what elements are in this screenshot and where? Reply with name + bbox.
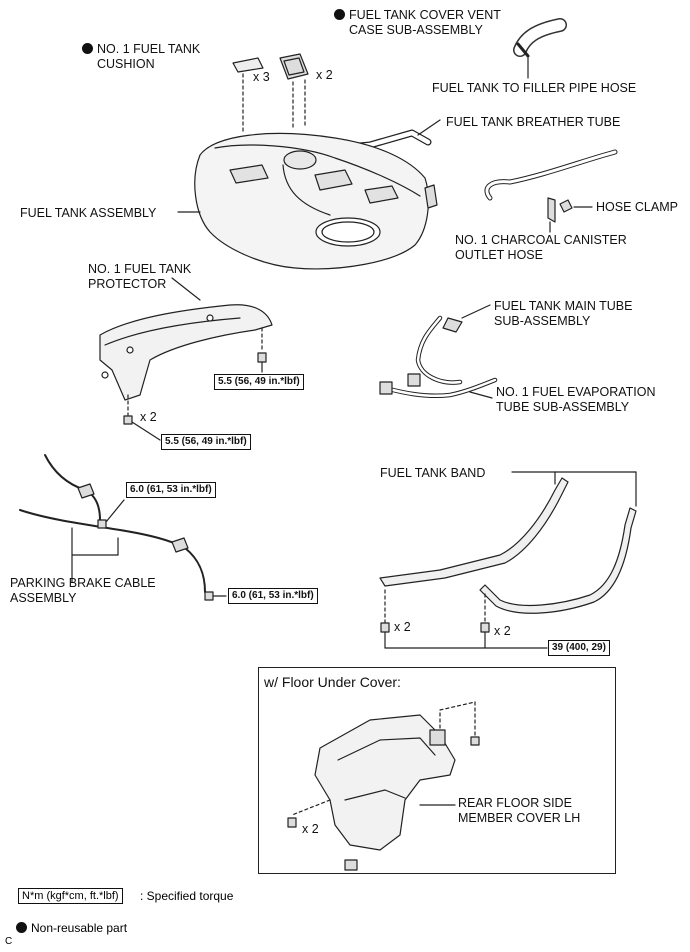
- cushion-label: NO. 1 FUEL TANK CUSHION: [82, 42, 200, 72]
- torque-legend-box: N*m (kgf*cm, ft.*lbf): [18, 888, 123, 904]
- evap-tube-part: [379, 373, 498, 399]
- vent-case-part: [279, 53, 309, 80]
- cushion-leaders: [242, 73, 306, 133]
- protector-fasteners: [123, 352, 267, 441]
- nonreusable-legend: Non-reusable part: [16, 921, 127, 935]
- protector-part: [99, 277, 273, 401]
- tank-assembly-label: FUEL TANK ASSEMBLY: [20, 206, 157, 220]
- filler-hose-label: FUEL TANK TO FILLER PIPE HOSE: [432, 81, 637, 95]
- torque-protector-bolt: 5.5 (56, 49 in.*lbf): [161, 434, 251, 450]
- band-bolt-left-qty: x 2: [394, 620, 411, 634]
- nonreusable-dot-icon: [334, 9, 345, 20]
- corner-mark: C: [5, 936, 13, 947]
- band-leaders: [384, 589, 486, 623]
- band-fasteners: [380, 622, 548, 649]
- cushion-qty: x 3: [253, 70, 270, 84]
- hose-clamp-label: HOSE CLAMP: [596, 200, 678, 214]
- nonreusable-dot-icon: [16, 922, 27, 933]
- vent-case-label: FUEL TANK COVER VENT CASE SUB-ASSEMBLY: [334, 8, 501, 38]
- canister-hose-part: [484, 149, 618, 233]
- protector-leaders: [127, 327, 263, 416]
- floor-cover-fasteners: [287, 736, 480, 828]
- torque-cable-bolt-2: 6.0 (61, 53 in.*lbf): [228, 588, 318, 604]
- tank-band-label: FUEL TANK BAND: [380, 466, 486, 480]
- fuel-tank-band-part: [379, 471, 637, 614]
- floor-bolt-qty: x 2: [302, 822, 319, 836]
- floor-cover-leaders: [291, 701, 476, 816]
- filler-hose-part: [513, 18, 567, 79]
- fuel-tank-part: [177, 132, 438, 270]
- torque-legend-text: : Specified torque: [140, 889, 234, 903]
- floor-cover-part: [314, 714, 456, 871]
- nonreusable-dot-icon: [82, 43, 93, 54]
- torque-band-bolts: 39 (400, 29): [548, 640, 610, 656]
- torque-protector-nut: 5.5 (56, 49 in.*lbf): [214, 374, 304, 390]
- band-bolt-right-qty: x 2: [494, 624, 511, 638]
- parking-brake-cable-part: [19, 454, 227, 601]
- protector-bolt-qty: x 2: [140, 410, 157, 424]
- inset-title: w/ Floor Under Cover:: [264, 674, 401, 690]
- breather-tube-label: FUEL TANK BREATHER TUBE: [446, 115, 621, 129]
- cushion-part: [232, 57, 264, 73]
- torque-cable-bolt-1: 6.0 (61, 53 in.*lbf): [126, 482, 216, 498]
- floor-under-cover-inset: [258, 667, 616, 874]
- vent-qty: x 2: [316, 68, 333, 82]
- main-tube-part: [415, 304, 491, 385]
